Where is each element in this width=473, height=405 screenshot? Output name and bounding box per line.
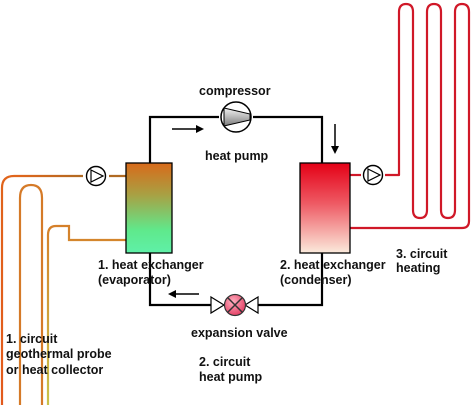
- flow-arrow-icon: [331, 124, 339, 154]
- heat-pump-label: heat pump: [205, 149, 269, 163]
- heat-pump-pipe-bottom-left: [148, 253, 211, 307]
- expansion-valve-icon: [210, 293, 259, 317]
- compressor-label: compressor: [199, 84, 271, 98]
- evaporator-label-line1: 1. heat exchanger: [98, 258, 204, 272]
- condenser-label-line2: (condenser): [280, 273, 352, 287]
- circuit1-label-line1: 1. circuit: [6, 332, 58, 346]
- evaporator-heat-exchanger: [125, 162, 173, 254]
- circuit2-label-line1: 2. circuit: [199, 355, 251, 369]
- flow-arrow-icon: [168, 290, 199, 298]
- heat-pump-pipe-bottom-right: [258, 253, 324, 307]
- condenser-label-line1: 2. heat exchanger: [280, 258, 386, 272]
- heat-pump-pipe-top-right: [253, 115, 324, 163]
- geothermal-probe-return: [46, 224, 126, 405]
- condenser-heat-exchanger: [299, 162, 351, 254]
- compressor-icon: [220, 101, 252, 133]
- circuit3-label-line2: heating: [396, 261, 440, 275]
- circuit2-label-line2: heat pump: [199, 370, 263, 384]
- circuit3-label-line1: 3. circuit: [396, 247, 448, 261]
- ground-circuit: [0, 174, 126, 405]
- heating-coil: [350, 2, 471, 230]
- pump-icon: [85, 165, 107, 187]
- pump-icon: [362, 164, 384, 186]
- heating-circuit: [350, 2, 471, 230]
- evaporator-label-line2: (evaporator): [98, 273, 171, 287]
- heat-pump-pipe-top-left: [148, 115, 219, 163]
- flow-arrow-icon: [172, 125, 204, 133]
- ground-supply-pipe: [0, 174, 83, 405]
- expansion-valve-label: expansion valve: [191, 326, 288, 340]
- circuit1-label-line2: geothermal probe: [6, 347, 112, 361]
- geothermal-probe-loop: [18, 183, 44, 405]
- heat-pump-circuit: [148, 115, 324, 307]
- circuit1-label-line3: or heat collector: [6, 363, 103, 377]
